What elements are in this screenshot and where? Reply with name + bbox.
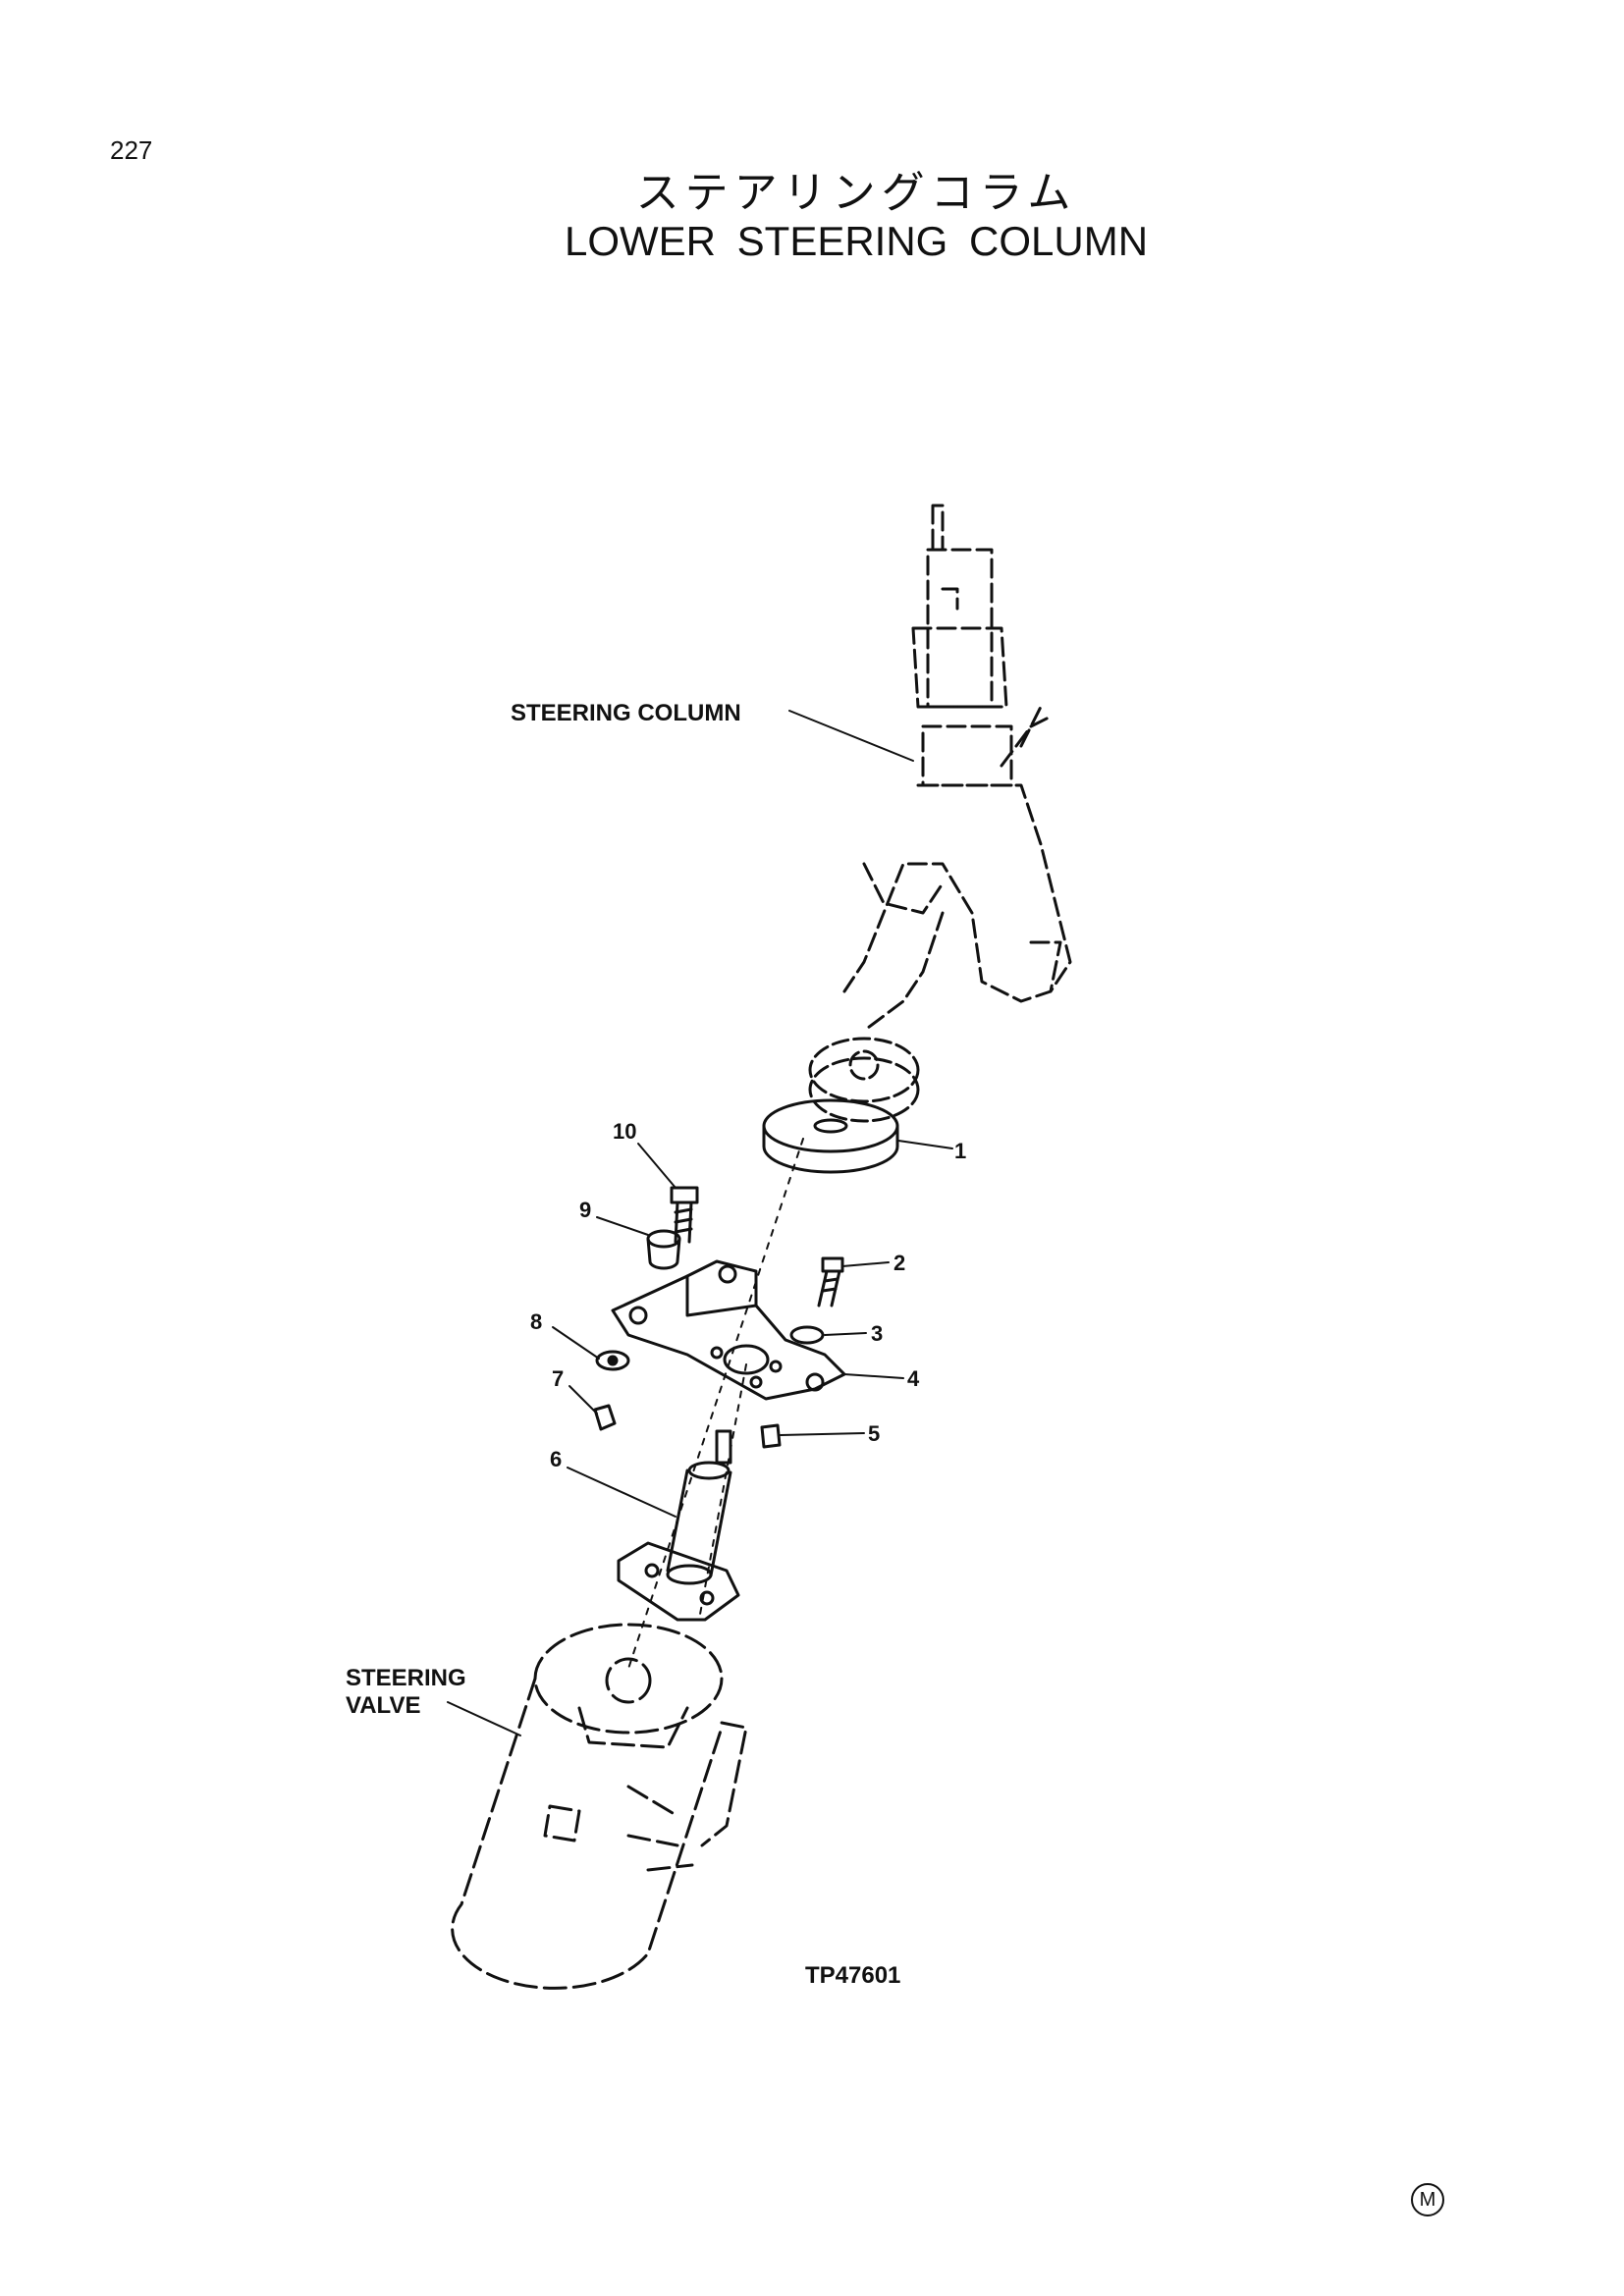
- part-1-spacer-drawing: [762, 1098, 899, 1174]
- assembly-centerline: [627, 1138, 804, 1670]
- callout-6: 6: [550, 1447, 562, 1471]
- footer-circled-m-mark: M: [1411, 2183, 1444, 2216]
- page-number: 227: [110, 135, 153, 165]
- bolt-centerline: [698, 1363, 747, 1621]
- callout-2: 2: [893, 1251, 905, 1275]
- label-steering-valve-line1: STEERING: [346, 1665, 466, 1691]
- steering-valve-drawing: [451, 1623, 748, 1990]
- callout-8: 8: [530, 1309, 542, 1334]
- steering-column-drawing: [842, 504, 1072, 1033]
- label-figure-code: TP47601: [805, 1962, 900, 1989]
- part-9-collar-drawing: [646, 1229, 681, 1270]
- page-title-english: LOWER STEERING COLUMN: [564, 218, 1149, 264]
- callout-4: 4: [907, 1366, 920, 1391]
- callout-7: 7: [552, 1366, 564, 1391]
- part-4-bracket-drawing: [611, 1259, 846, 1401]
- part-8-washer-drawing: [595, 1350, 630, 1371]
- part-7-nut-drawing: [593, 1404, 617, 1431]
- callout-5: 5: [868, 1421, 880, 1446]
- part-6-shaft-drawing: [617, 1429, 740, 1622]
- label-steering-valve-line2: VALVE: [346, 1692, 420, 1719]
- part-3-washer-drawing: [789, 1325, 825, 1345]
- callout-9: 9: [579, 1198, 591, 1222]
- leader-lines: [447, 710, 953, 1736]
- callout-10: 10: [613, 1119, 636, 1144]
- page-title-japanese: ステアリングコラム: [635, 168, 1077, 218]
- callout-3: 3: [871, 1321, 883, 1346]
- coupling-drawing: [808, 1037, 920, 1123]
- label-steering-column: STEERING COLUMN: [511, 700, 741, 726]
- part-5-nut-drawing: [760, 1423, 782, 1449]
- callout-1: 1: [954, 1139, 966, 1163]
- part-2-bolt-drawing: [817, 1256, 844, 1308]
- part-10-bolt-drawing: [670, 1186, 699, 1244]
